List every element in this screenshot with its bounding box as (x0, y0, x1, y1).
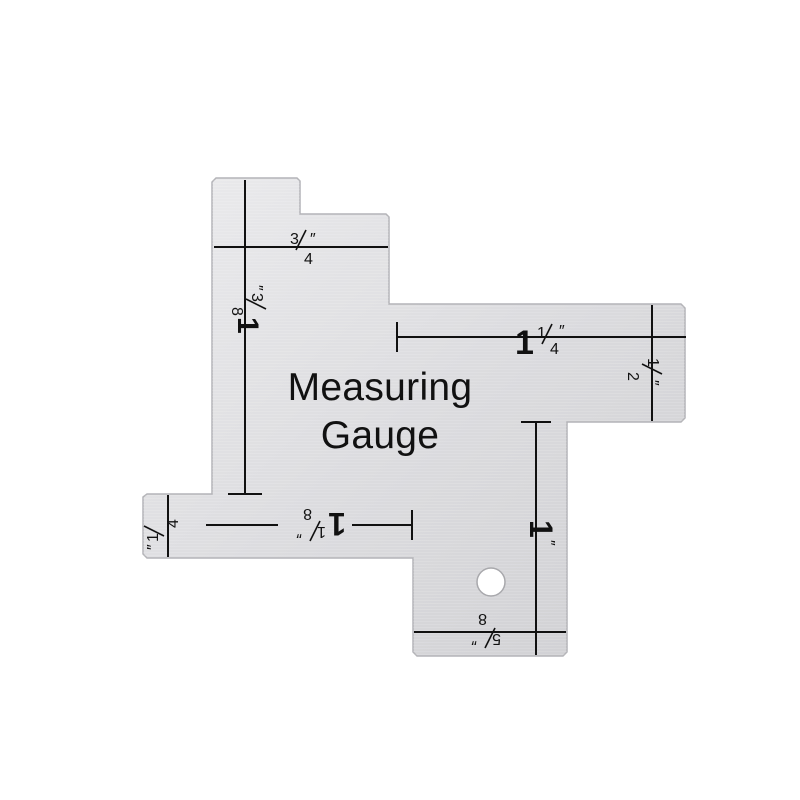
gauge-title-line2: Gauge (320, 414, 440, 457)
svg-text:1: 1 (231, 317, 264, 334)
svg-text:1: 1 (515, 324, 534, 362)
svg-text:″: ″ (310, 231, 316, 248)
label-one-one-eighth: 1 1 8 ″ (296, 505, 346, 542)
gauge-title-line1: Measuring (287, 366, 473, 409)
svg-text:″: ″ (145, 544, 162, 550)
svg-text:8: 8 (303, 505, 312, 522)
svg-text:3: 3 (290, 231, 299, 248)
label-one-half: 1 2 ″ (624, 358, 663, 386)
svg-text:8: 8 (478, 610, 487, 627)
label-one-three-eighths: 1 3 8 ″ (228, 285, 267, 334)
label-one-one-quarter: 1 1 4 ″ (515, 323, 565, 362)
svg-text:″: ″ (644, 380, 661, 386)
svg-text:2: 2 (624, 372, 641, 381)
svg-text:″: ″ (296, 523, 302, 540)
svg-text:1: 1 (644, 358, 661, 367)
svg-text:″: ″ (559, 323, 565, 340)
svg-text:1: 1 (328, 506, 346, 542)
hanging-hole (476, 567, 506, 597)
label-five-eighths: 5 8 ″ (471, 610, 501, 649)
measurement-lines (167, 180, 686, 655)
svg-text:4: 4 (304, 251, 313, 268)
label-three-quarter: 3 4 ″ (290, 229, 316, 268)
label-one-quarter: 1 4 ″ (143, 519, 182, 550)
label-one-inch: 1 ″ (523, 520, 559, 546)
svg-text:4: 4 (165, 519, 182, 528)
svg-text:″: ″ (248, 285, 265, 291)
svg-text:4: 4 (550, 341, 559, 358)
svg-text:3: 3 (248, 293, 265, 302)
svg-text:1: 1 (317, 523, 326, 540)
svg-text:1: 1 (523, 520, 559, 538)
svg-text:5: 5 (492, 630, 501, 647)
svg-text:1: 1 (145, 533, 162, 542)
svg-text:″: ″ (540, 540, 557, 546)
svg-text:8: 8 (228, 307, 245, 316)
svg-text:1: 1 (537, 325, 546, 342)
svg-text:″: ″ (471, 630, 477, 647)
